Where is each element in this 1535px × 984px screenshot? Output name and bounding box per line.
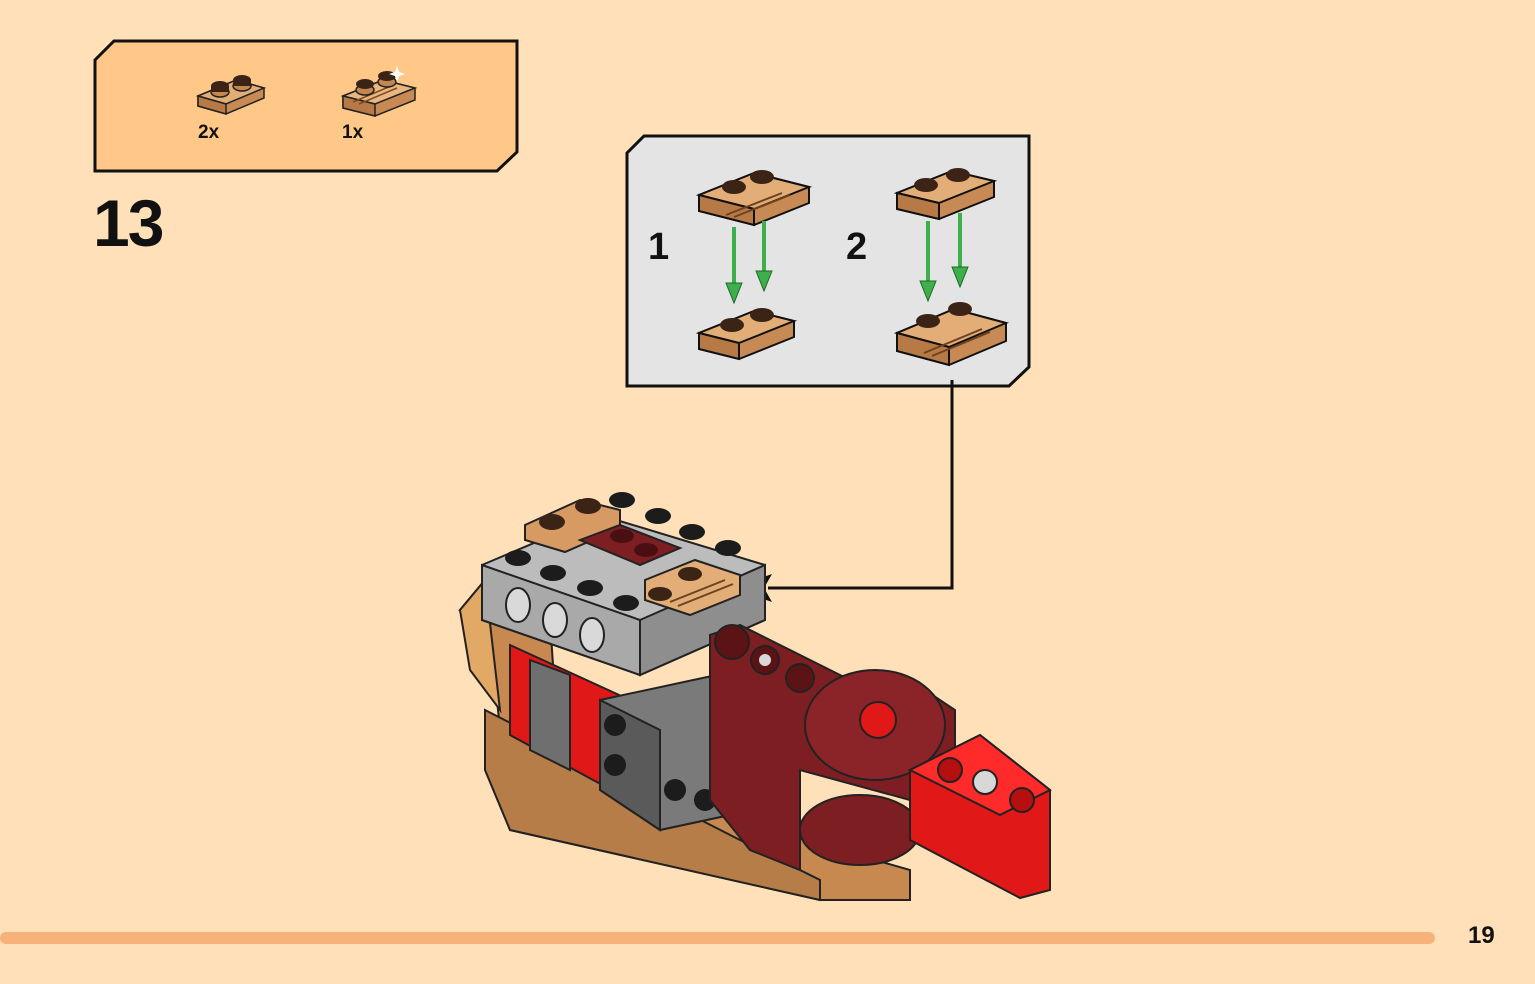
part-count-plate: 2x xyxy=(198,122,220,143)
parts-list-box: 2x 1x xyxy=(92,38,520,174)
step-number: 13 xyxy=(93,186,164,260)
sub-step-2-illustration xyxy=(894,168,1010,367)
sub-step-label-1: 1 xyxy=(648,226,670,268)
main-model-illustration xyxy=(458,492,1052,902)
sub-assembly-callout: 1 2 xyxy=(624,133,1032,389)
sub-step-1-illustration xyxy=(695,170,813,361)
tan-plate-1x2-icon xyxy=(195,75,267,115)
page-progress-bar xyxy=(0,932,1435,944)
part-count-rail-plate: 1x xyxy=(342,122,364,143)
sub-step-label-2: 2 xyxy=(846,226,868,268)
parts-list-frame xyxy=(93,39,519,173)
tan-plate-1x2-with-rail-icon xyxy=(340,66,418,117)
page-number: 19 xyxy=(1468,922,1495,949)
